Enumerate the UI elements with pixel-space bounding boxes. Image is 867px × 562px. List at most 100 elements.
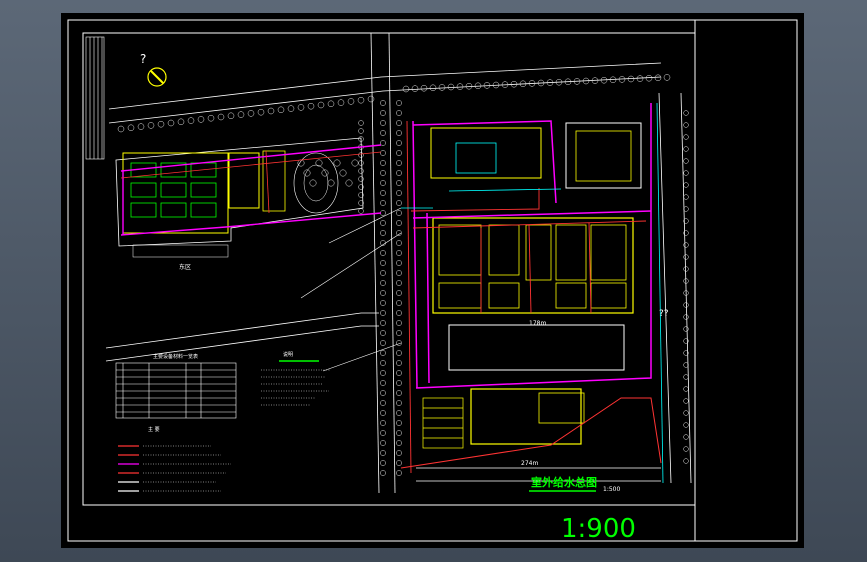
tree-symbol bbox=[396, 170, 402, 176]
tree-symbol bbox=[396, 110, 402, 116]
tree-symbol bbox=[396, 300, 402, 306]
tree-symbol bbox=[663, 74, 671, 81]
title-scale: 1:500 bbox=[603, 486, 620, 493]
inner-frame bbox=[82, 32, 696, 506]
tree-symbol bbox=[396, 190, 402, 196]
tree-symbol bbox=[396, 410, 402, 416]
sheet-scale: 1:900 bbox=[561, 514, 636, 544]
tree-symbol bbox=[380, 330, 386, 336]
tree-symbol bbox=[627, 75, 635, 83]
tree-symbol bbox=[380, 160, 386, 166]
tree-symbol bbox=[456, 83, 464, 90]
tree-symbol bbox=[447, 83, 455, 91]
tree-symbol bbox=[380, 450, 386, 456]
tree-symbol bbox=[358, 168, 364, 174]
tree-symbol bbox=[683, 374, 689, 380]
tree-symbol bbox=[546, 79, 554, 86]
tree-symbol bbox=[396, 290, 402, 296]
tree-symbol bbox=[396, 310, 402, 316]
tree-symbol bbox=[683, 182, 689, 188]
tree-symbol bbox=[380, 310, 386, 316]
tree-symbol bbox=[380, 300, 386, 306]
left-plot: 东区 bbox=[115, 137, 364, 271]
tree-symbol bbox=[207, 114, 215, 122]
tree-symbol bbox=[683, 350, 689, 356]
tree-symbol bbox=[396, 460, 402, 466]
tree-symbol bbox=[396, 450, 402, 456]
tree-symbol bbox=[380, 120, 386, 126]
tree-symbol bbox=[396, 260, 402, 266]
tree-symbol bbox=[683, 446, 689, 452]
tree-symbol bbox=[345, 179, 353, 187]
tree-symbol bbox=[636, 75, 644, 82]
tree-symbol bbox=[402, 85, 410, 93]
tree-symbol bbox=[683, 458, 689, 464]
tree-symbol bbox=[380, 280, 386, 286]
east-building bbox=[565, 122, 642, 189]
tree-symbol bbox=[267, 107, 275, 115]
tree-symbol bbox=[333, 159, 341, 167]
tree-symbol bbox=[380, 110, 386, 116]
tree-symbol bbox=[380, 180, 386, 186]
tree-symbol bbox=[358, 208, 364, 214]
tree-symbol bbox=[683, 242, 689, 248]
tree-symbol bbox=[247, 110, 255, 117]
tree-symbol bbox=[380, 410, 386, 416]
tree-symbol bbox=[396, 240, 402, 246]
tree-symbol bbox=[537, 79, 545, 87]
tree-symbol bbox=[582, 77, 590, 85]
tree-symbol bbox=[380, 460, 386, 466]
equipment-table bbox=[115, 362, 237, 419]
dim-mid: 178m bbox=[529, 320, 546, 327]
tree-symbol bbox=[396, 370, 402, 376]
tree-symbol bbox=[380, 400, 386, 406]
tree-symbol bbox=[357, 96, 365, 104]
tree-symbol bbox=[177, 118, 185, 126]
tree-symbol bbox=[380, 260, 386, 266]
tree-symbol bbox=[483, 82, 491, 89]
tree-symbol bbox=[396, 230, 402, 236]
tree-symbol bbox=[396, 130, 402, 136]
tree-symbol bbox=[380, 170, 386, 176]
tree-symbol bbox=[654, 74, 662, 82]
tree-symbol bbox=[380, 420, 386, 426]
tree-symbol bbox=[429, 84, 437, 92]
tree-symbol bbox=[683, 302, 689, 308]
tree-symbol bbox=[683, 146, 689, 152]
drawing-title: 室外给水总图 bbox=[531, 475, 597, 489]
site-plan-drawing: ? bbox=[67, 19, 798, 544]
gymnasium bbox=[448, 324, 625, 371]
tree-symbol bbox=[380, 140, 386, 146]
tree-symbol bbox=[683, 338, 689, 344]
drawing-sheet: ? bbox=[61, 13, 804, 548]
tree-symbol bbox=[380, 220, 386, 226]
tree-symbol bbox=[510, 80, 518, 88]
roads bbox=[105, 32, 692, 494]
tree-symbol bbox=[396, 470, 402, 476]
tree-symbol bbox=[396, 420, 402, 426]
tree-symbol bbox=[380, 350, 386, 356]
tree-symbol bbox=[683, 326, 689, 332]
tree-symbol bbox=[337, 99, 345, 106]
tree-symbol bbox=[683, 254, 689, 260]
tree-symbol bbox=[187, 117, 195, 124]
tree-symbol bbox=[167, 119, 175, 127]
tree-symbol bbox=[683, 110, 689, 116]
tree-symbol bbox=[465, 82, 473, 90]
tree-symbol bbox=[411, 85, 419, 92]
notes-lines bbox=[261, 369, 331, 406]
tree-symbol bbox=[396, 270, 402, 276]
tree-symbol bbox=[396, 140, 402, 146]
tree-symbol bbox=[358, 160, 364, 166]
tree-symbol bbox=[317, 101, 325, 109]
block-label: 东区 bbox=[179, 263, 191, 271]
tree-symbol bbox=[380, 470, 386, 476]
tree-symbol bbox=[380, 210, 386, 216]
tree-symbol bbox=[573, 78, 581, 85]
tree-symbol bbox=[358, 184, 364, 190]
tree-symbol bbox=[380, 230, 386, 236]
tree-symbol bbox=[600, 76, 608, 84]
tree-symbol bbox=[492, 81, 500, 89]
tree-symbol bbox=[380, 360, 386, 366]
